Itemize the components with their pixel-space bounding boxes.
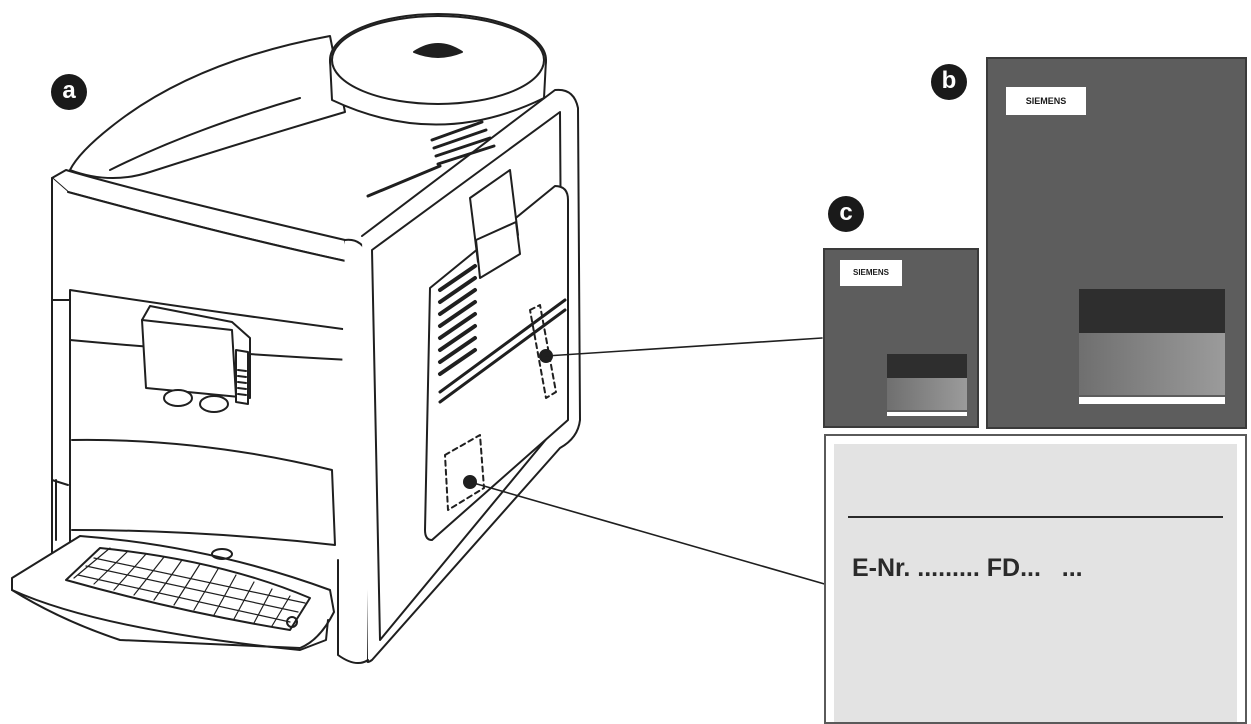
rating-plate-rule	[848, 516, 1223, 518]
leader-line-label-c	[545, 337, 823, 357]
label-small: SIEMENS	[823, 248, 979, 428]
callout-a: a	[51, 74, 87, 110]
rating-plate-inner: E-Nr. ......... FD... ...	[834, 444, 1237, 722]
label-small-dark-band	[887, 354, 967, 378]
callout-b: b	[931, 64, 967, 100]
drip-tray-front	[11, 589, 329, 651]
tank-handle-lip	[475, 221, 521, 279]
label-large-brand: SIEMENS	[1006, 87, 1086, 115]
label-large-gradient-band	[1079, 333, 1225, 395]
rating-plate: E-Nr. ......... FD... ...	[824, 434, 1247, 724]
label-small-white-bar	[887, 412, 967, 416]
rating-plate-text: E-Nr. ......... FD... ...	[852, 554, 1083, 582]
label-location-lower	[444, 434, 485, 511]
top-vent-slots	[430, 120, 496, 166]
coffee-nozzle-left	[163, 389, 193, 407]
top-dial-knob	[413, 43, 463, 58]
leader-line-rating-plate	[469, 481, 829, 586]
callout-c: c	[828, 196, 864, 232]
label-small-gradient-band	[887, 378, 967, 410]
top-slot-line	[366, 164, 442, 198]
top-dial-face	[331, 15, 545, 105]
machine-top-lid	[69, 35, 346, 179]
coffee-outlet-ribs	[237, 369, 247, 396]
label-small-brand: SIEMENS	[840, 260, 902, 286]
label-large-dark-band	[1079, 289, 1225, 333]
drip-grid-hatching	[73, 547, 306, 627]
lid-groove	[109, 97, 301, 171]
coffee-nozzle-right	[199, 395, 229, 413]
label-location-upper	[529, 304, 557, 399]
drip-tray-indicator	[286, 616, 298, 628]
drip-area-back	[71, 438, 336, 546]
label-large-white-bar	[1079, 397, 1225, 404]
coffee-outlet-front	[141, 319, 237, 397]
side-vents	[438, 264, 477, 376]
machine-left-edge	[51, 299, 71, 541]
drip-tray-float	[211, 548, 233, 560]
label-large: SIEMENS	[986, 57, 1247, 429]
